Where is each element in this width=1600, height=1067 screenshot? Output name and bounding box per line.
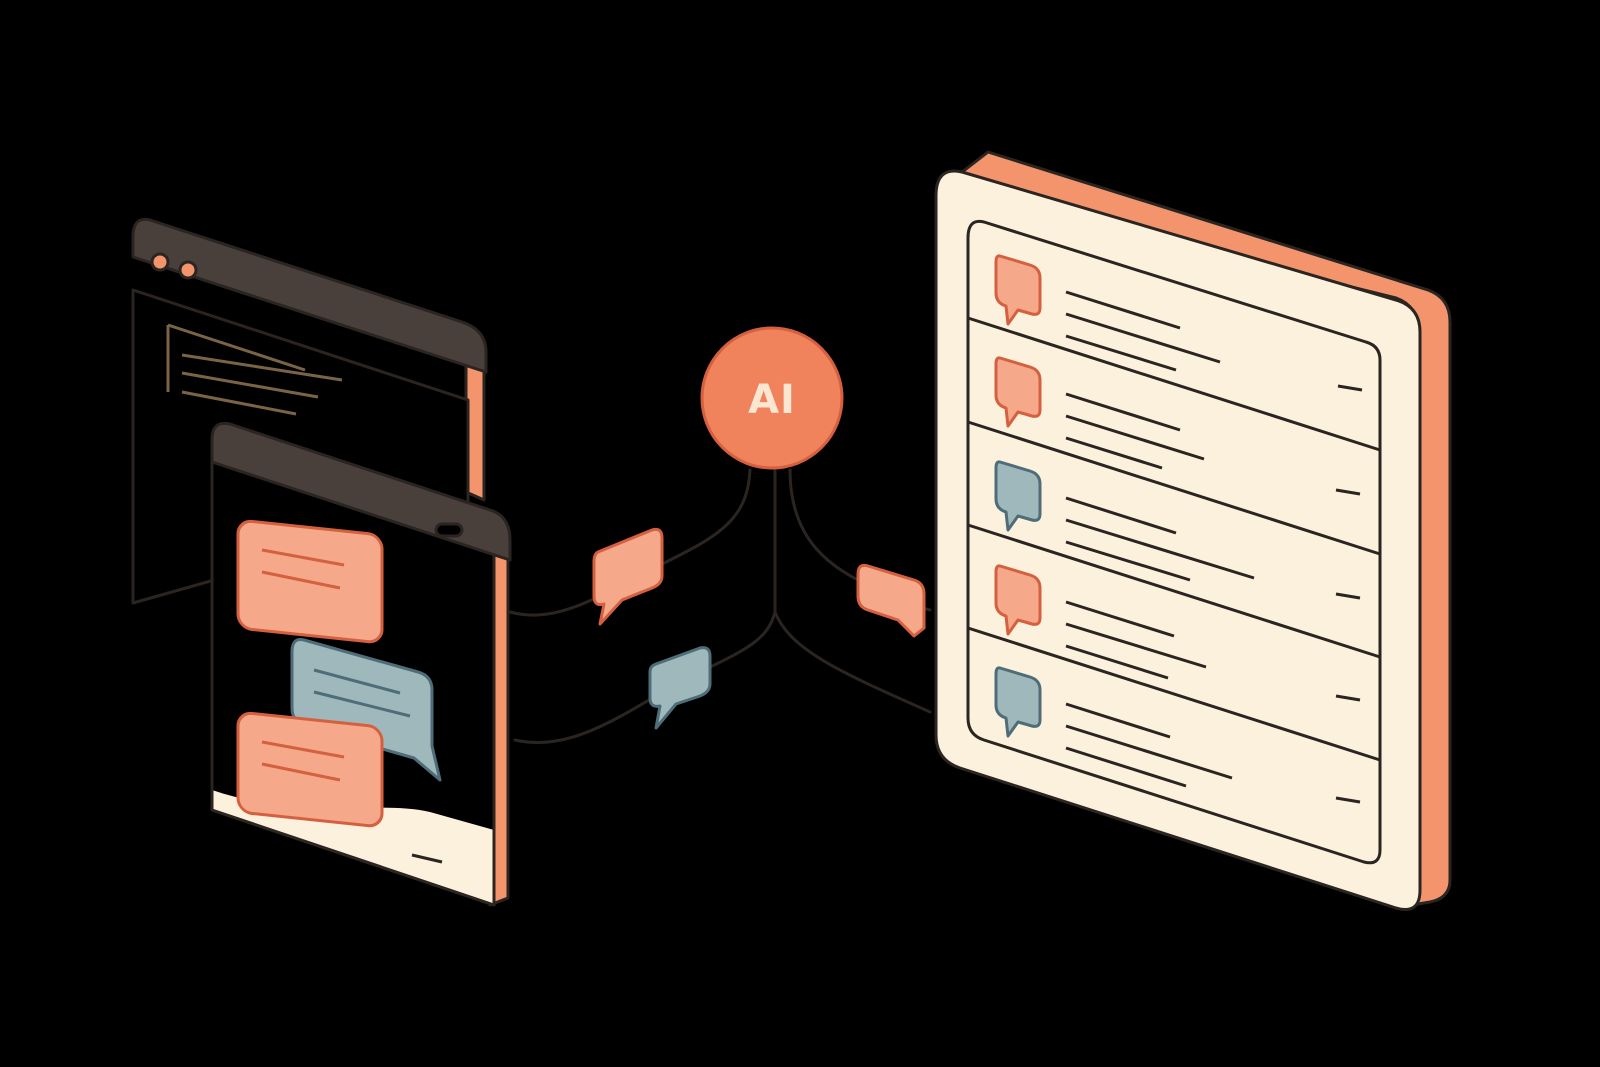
- row-divider-2: [967, 420, 1381, 556]
- blue-chat-icon: [994, 666, 1042, 738]
- row-line: [1065, 644, 1169, 680]
- output-row-2: [994, 356, 1363, 470]
- connector-chat-bottom: [513, 610, 777, 744]
- row-line: [1065, 312, 1221, 364]
- chat-window-paper-footer: [212, 790, 494, 905]
- chat-window-pill-icon: [434, 522, 464, 538]
- row-line: [1065, 436, 1163, 470]
- row-line: [1065, 746, 1187, 788]
- code-box: [166, 323, 306, 392]
- row-line: [1065, 724, 1233, 780]
- row-line: [1065, 702, 1171, 739]
- orange-chat-icon: [994, 356, 1042, 428]
- row-end-mark: [1337, 384, 1363, 392]
- blue-chat-icon: [994, 460, 1042, 532]
- connector-chat-top: [508, 468, 752, 617]
- chat-window: [210, 421, 512, 907]
- flow-bubble-bottom: [648, 646, 712, 730]
- row-line: [1065, 622, 1207, 669]
- row-end-mark: [1335, 694, 1361, 702]
- code-line-3: [181, 390, 297, 416]
- row-line: [1065, 290, 1181, 330]
- row-divider-1: [967, 316, 1381, 452]
- row-line: [1065, 334, 1177, 372]
- code-line-2: [181, 371, 319, 399]
- row-line: [1065, 392, 1181, 432]
- source-window-titlebar: [131, 217, 488, 374]
- row-line: [1065, 540, 1191, 582]
- output-panel: [934, 150, 1452, 911]
- chat-message-user-2: [236, 711, 384, 828]
- window-dot-orange-2: [178, 260, 198, 280]
- output-row-4: [994, 564, 1361, 680]
- output-row-5: [994, 666, 1361, 804]
- row-divider-3: [967, 523, 1381, 659]
- window-dot-orange-1: [150, 252, 170, 272]
- chat-message-user-1: [236, 519, 384, 644]
- ai-label: AI: [748, 377, 796, 423]
- output-row-3: [994, 460, 1361, 582]
- row-end-mark: [1335, 488, 1361, 496]
- row-line: [1065, 518, 1255, 580]
- orange-chat-icon: [994, 254, 1042, 326]
- row-end-mark: [1335, 592, 1361, 600]
- connector-panel-bottom: [773, 610, 932, 714]
- chat-window-titlebar: [210, 421, 512, 562]
- code-line-1: [181, 353, 343, 382]
- output-panel-face: [934, 169, 1422, 911]
- output-panel-inner-frame: [966, 219, 1382, 865]
- row-line: [1065, 600, 1175, 638]
- output-row-1: [994, 254, 1221, 372]
- ai-hub: AI: [700, 326, 844, 470]
- chat-window-home-indicator: [411, 853, 443, 864]
- ai-circle: [700, 326, 844, 470]
- flow-bubble-right: [856, 563, 926, 638]
- orange-chat-icon: [994, 564, 1042, 636]
- row-line: [1065, 496, 1177, 535]
- row-divider-4: [967, 626, 1381, 762]
- row-end-mark: [1335, 796, 1361, 804]
- flow-bubble-top: [592, 527, 664, 626]
- row-line: [1065, 414, 1205, 461]
